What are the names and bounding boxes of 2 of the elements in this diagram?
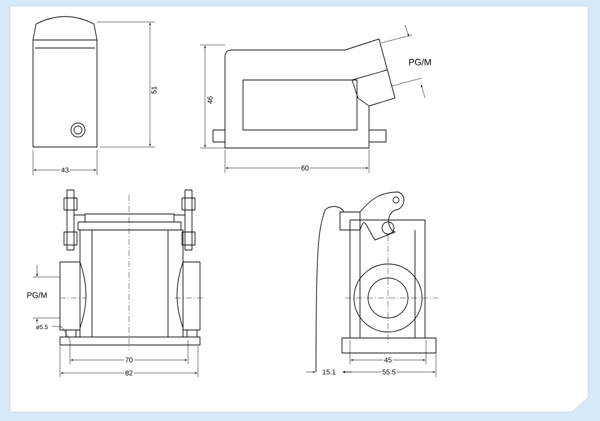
thread-label: PG/M (26, 291, 48, 299)
thread-label: PG/M (408, 58, 432, 66)
